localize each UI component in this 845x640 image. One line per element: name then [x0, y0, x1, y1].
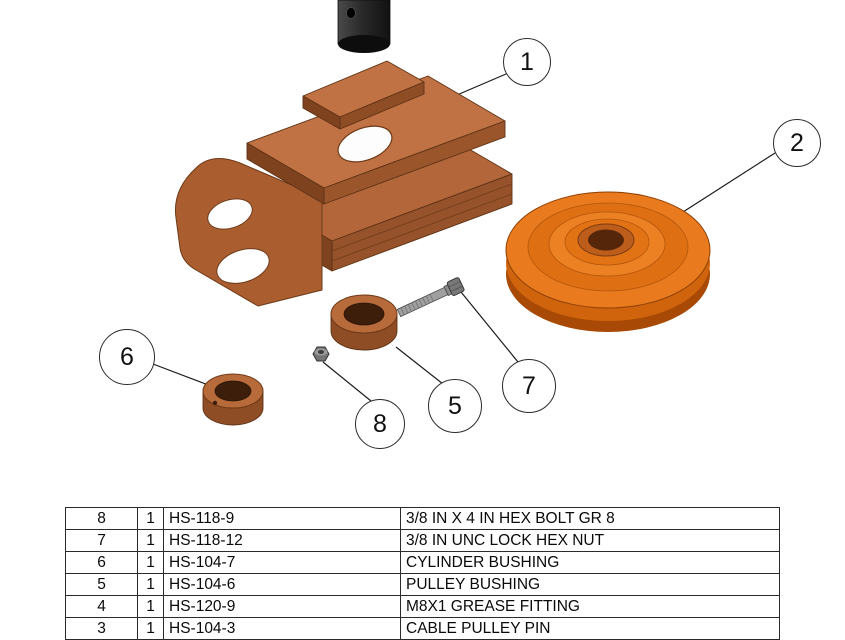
support-cylinder-illustration [337, 0, 391, 53]
bom-item-number: 7 [65, 529, 138, 552]
tongue-slot [216, 248, 270, 284]
leader-line-2 [682, 152, 776, 213]
cylinder-hole [346, 7, 356, 19]
bom-table: 8 1 HS-118-9 3/8 IN X 4 IN HEX BOLT GR 8… [65, 507, 780, 640]
bom-qty: 1 [137, 595, 164, 618]
hex-nut-illustration [312, 346, 330, 362]
table-row: 7 1 HS-118-12 3/8 IN UNC LOCK HEX NUT [65, 529, 780, 552]
bracket-tongue [174, 158, 323, 307]
callout-balloon-6: 6 [99, 329, 155, 385]
bom-qty: 1 [137, 617, 164, 640]
nut-bore [318, 350, 324, 354]
top-plate-bore [337, 125, 393, 163]
callout-label: 6 [120, 342, 134, 371]
callout-label: 1 [520, 47, 534, 76]
grease-hole [212, 400, 218, 406]
bom-part-number: HS-104-7 [163, 551, 401, 574]
hex-bolt-illustration [396, 277, 465, 318]
callout-balloon-7: 7 [502, 359, 556, 413]
bom-qty: 1 [137, 573, 164, 596]
callout-balloon-5: 5 [428, 379, 482, 433]
leader-line-5 [395, 346, 444, 385]
exploded-view-drawing [152, 0, 776, 426]
bom-description: 3/8 IN X 4 IN HEX BOLT GR 8 [400, 507, 780, 530]
pulley-illustration [505, 191, 711, 332]
bom-item-number: 6 [65, 551, 138, 574]
bom-part-number: HS-104-3 [163, 617, 401, 640]
bom-description: PULLEY BUSHING [400, 573, 780, 596]
pulley-bushing-illustration [330, 294, 398, 351]
table-row: 8 1 HS-118-9 3/8 IN X 4 IN HEX BOLT GR 8 [65, 507, 780, 530]
bom-item-number: 8 [65, 507, 138, 530]
bom-item-number: 3 [65, 617, 138, 640]
table-row: 3 1 HS-104-3 CABLE PULLEY PIN [65, 617, 780, 640]
bom-description: CABLE PULLEY PIN [400, 617, 780, 640]
callout-balloon-2: 2 [773, 119, 821, 167]
tongue-hole [207, 198, 253, 230]
cylinder-bushing-bore [214, 380, 252, 402]
bom-qty: 1 [137, 507, 164, 530]
callout-label: 8 [373, 409, 387, 438]
bom-description: CYLINDER BUSHING [400, 551, 780, 574]
leader-line-6 [152, 363, 212, 387]
bracket-upper-rail [302, 60, 425, 130]
bom-part-number: HS-118-12 [163, 529, 401, 552]
leader-line-8 [322, 361, 372, 402]
bom-item-number: 4 [65, 595, 138, 618]
table-row: 6 1 HS-104-7 CYLINDER BUSHING [65, 551, 780, 574]
bom-part-number: HS-118-9 [163, 507, 401, 530]
callout-balloon-8: 8 [355, 399, 405, 449]
bom-description: M8X1 GREASE FITTING [400, 595, 780, 618]
pulley-bore [588, 229, 624, 251]
callout-label: 7 [522, 371, 536, 400]
bracket-assembly-illustration [174, 60, 513, 307]
callout-balloon-1: 1 [503, 38, 551, 86]
bom-qty: 1 [137, 551, 164, 574]
cylinder-bushing-illustration [202, 373, 264, 426]
table-row: 5 1 HS-104-6 PULLEY BUSHING [65, 573, 780, 596]
bom-qty: 1 [137, 529, 164, 552]
leader-line-7 [460, 291, 519, 363]
callout-label: 2 [790, 128, 804, 157]
bom-part-number: HS-120-9 [163, 595, 401, 618]
bolt-threads [400, 294, 434, 316]
table-row: 4 1 HS-120-9 M8X1 GREASE FITTING [65, 595, 780, 618]
bom-part-number: HS-104-6 [163, 573, 401, 596]
bracket-top-plate [246, 75, 506, 205]
callout-label: 5 [448, 391, 462, 420]
bom-item-number: 5 [65, 573, 138, 596]
pulley-bushing-bore [343, 302, 385, 326]
bom-description: 3/8 IN UNC LOCK HEX NUT [400, 529, 780, 552]
